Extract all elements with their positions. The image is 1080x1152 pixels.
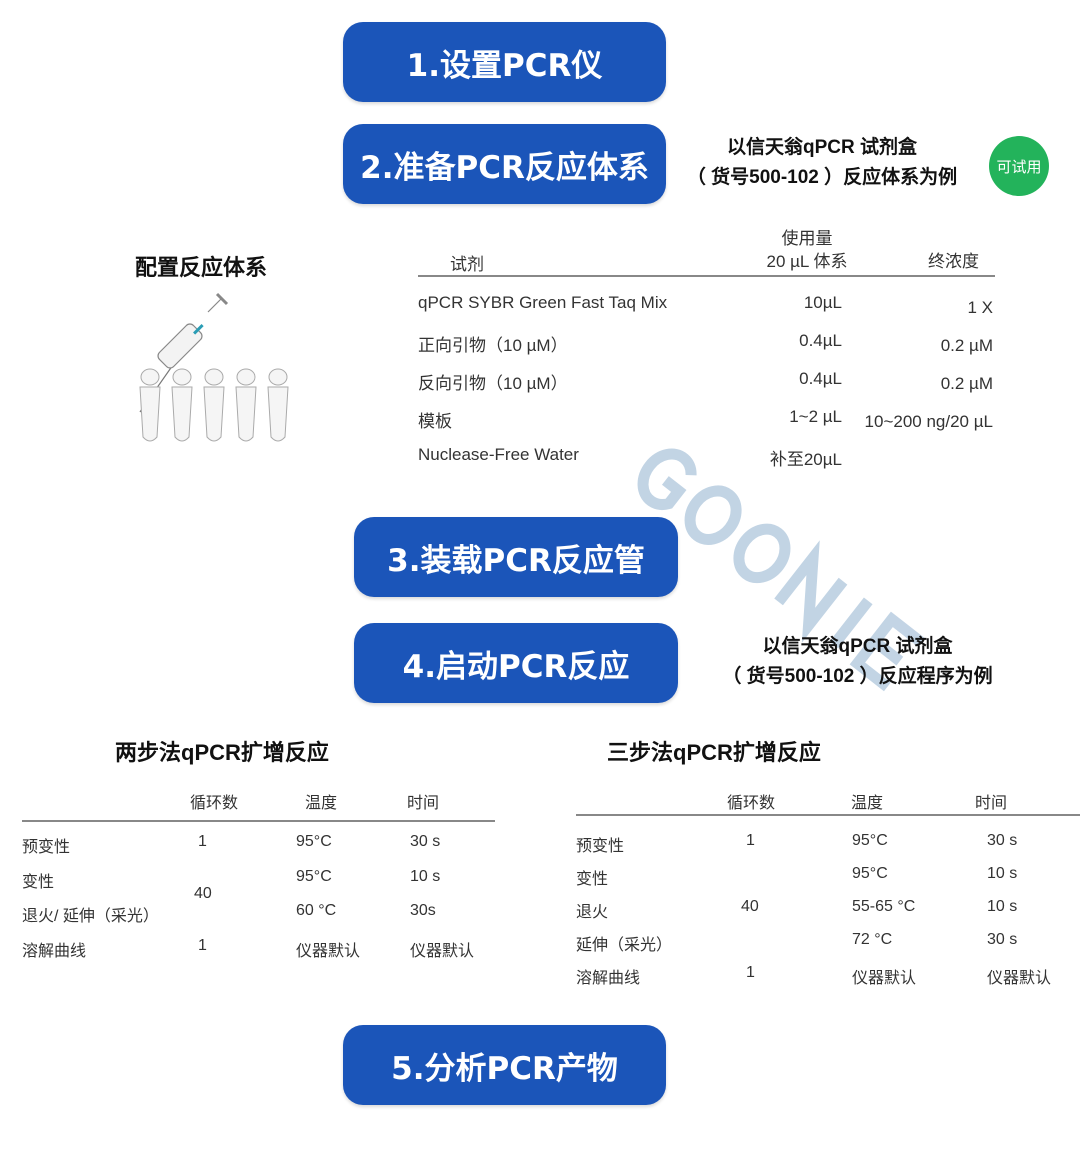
config-title: 配置反应体系 [135,255,268,280]
time: 30 s [410,833,441,850]
reaction-note: 以信天翁qPCR 试剂盒 （ 货号500-102 ）反应体系为例 [662,133,982,193]
temperature: 95°C [852,865,888,882]
step-name: 变性 [576,871,609,888]
step-name: 预变性 [576,838,625,855]
step-2-prepare-reaction: 2.准备PCR反应体系 [343,124,666,204]
program-note-line1: 以信天翁qPCR 试剂盒 [762,636,953,657]
header-amount-l2: 20 µL 体系 [766,252,848,271]
time: 10 s [987,898,1018,915]
step-name: 变性 [22,874,55,891]
merged-cycles: 40 [194,885,212,902]
reagent-name: 模板 [418,412,452,431]
reagent-name: 反向引物（10 µM） [418,374,568,393]
reagent-conc: 10~200 ng/20 µL [864,412,993,431]
time: 30 s [987,832,1018,849]
temperature: 95°C [296,833,332,850]
reagent-amount: 补至20µL [769,450,842,469]
program-note-line2: （ 货号500-102 ）反应程序为例 [722,666,993,687]
table-divider [418,275,995,277]
pipette-tubes-illustration [139,292,289,442]
header-conc: 终浓度 [928,252,979,271]
step-name: 预变性 [22,839,71,856]
reagent-conc: 1 X [967,298,993,317]
cycles: 1 [198,833,207,850]
time: 30s [410,902,436,919]
step-name: 溶解曲线 [576,970,641,987]
two-step-header-time: 时间 [407,795,440,812]
reagent-conc: 0.2 µM [940,336,993,355]
temperature: 55-65 °C [852,898,916,915]
reagent-amount: 0.4µL [799,331,842,350]
time: 30 s [987,931,1018,948]
reagent-name: 正向引物（10 µM） [418,336,568,355]
step-4-start-reaction: 4.启动PCR反应 [354,623,678,703]
temperature: 仪器默认 [296,943,361,960]
reaction-note-line2: （ 货号500-102 ）反应体系为例 [686,167,958,188]
header-reagent: 试剂 [450,255,484,274]
try-badge[interactable]: 可试用 [989,136,1049,196]
step-3-load-tubes: 3.装载PCR反应管 [354,517,678,597]
three-step-header-cycles: 循环数 [727,795,776,812]
reagent-amount: 1~2 µL [789,407,842,426]
temperature: 60 °C [296,902,337,919]
three-step-divider [576,814,1080,816]
reagent-name: qPCR SYBR Green Fast Taq Mix [418,293,668,312]
three-step-title: 三步法qPCR扩增反应 [607,740,821,765]
goonie-watermark [637,448,926,692]
reagent-conc: 0.2 µM [940,374,993,393]
two-step-header-temp: 温度 [305,795,338,812]
two-step-title: 两步法qPCR扩增反应 [115,740,329,765]
temperature: 72 °C [852,931,893,948]
two-step-header-cycles: 循环数 [190,795,239,812]
reagent-amount: 0.4µL [799,369,842,388]
step-1-setup-pcr: 1.设置PCR仪 [343,22,666,102]
temperature: 95°C [852,832,888,849]
step-name: 退火/ 延伸（采光） [22,908,159,925]
step-name: 退火 [576,904,609,921]
cycles: 1 [746,832,755,849]
two-step-divider [22,820,495,822]
temperature: 仪器默认 [852,970,917,987]
cycles: 1 [746,964,755,981]
three-step-header-temp: 温度 [851,795,884,812]
time: 仪器默认 [410,943,475,960]
step-name: 溶解曲线 [22,943,87,960]
time: 仪器默认 [987,970,1052,987]
reaction-note-line1: 以信天翁qPCR 试剂盒 [726,137,917,158]
header-amount: 使用量 20 µL 体系 [747,227,867,273]
step-5-analyze-products: 5.分析PCR产物 [343,1025,666,1105]
temperature: 95°C [296,868,332,885]
three-step-header-time: 时间 [975,795,1008,812]
program-note: 以信天翁qPCR 试剂盒 （ 货号500-102 ）反应程序为例 [695,632,1020,692]
cycles: 1 [198,937,207,954]
time: 10 s [987,865,1018,882]
reagent-amount: 10µL [803,293,842,312]
cycles: 40 [741,898,759,915]
step-name: 延伸（采光） [576,937,673,954]
header-amount-l1: 使用量 [781,229,833,248]
reagent-name: Nuclease-Free Water [418,445,579,464]
time: 10 s [410,868,441,885]
